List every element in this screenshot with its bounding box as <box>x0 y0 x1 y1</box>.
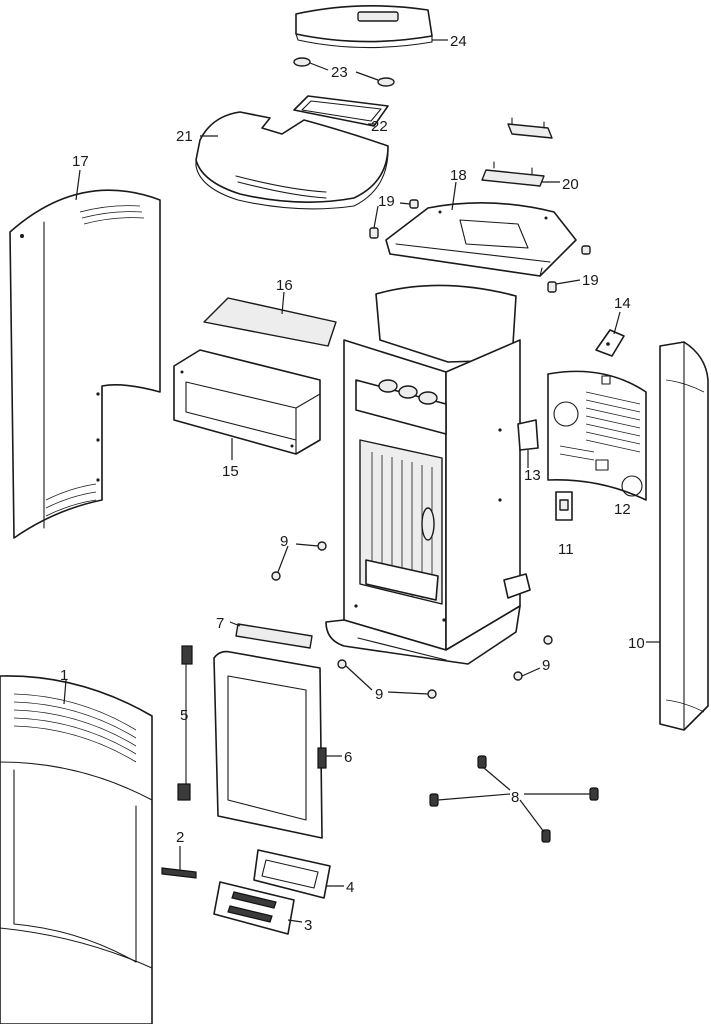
callout-13: 13 <box>524 467 541 484</box>
part-16-deflector <box>203 297 337 347</box>
callout-19b: 19 <box>582 272 599 289</box>
callout-8: 8 <box>511 789 519 806</box>
callout-5: 5 <box>180 707 188 724</box>
part-20-grille-parts <box>481 117 553 187</box>
callout-3: 3 <box>304 917 312 934</box>
leader-8a <box>483 767 511 791</box>
callout-23: 23 <box>331 64 348 81</box>
leader-8d <box>519 799 545 833</box>
callout-19a: 19 <box>378 193 395 210</box>
leader-3 <box>287 919 303 923</box>
leader-14 <box>613 311 621 335</box>
leader-23a <box>309 62 329 71</box>
callout-1: 1 <box>60 667 68 684</box>
part-21-top-cover <box>195 111 389 210</box>
leader-7 <box>229 621 241 627</box>
leader-9b2 <box>387 691 429 695</box>
callout-10: 10 <box>628 635 645 652</box>
callout-14: 14 <box>614 295 631 312</box>
callout-15: 15 <box>222 463 239 480</box>
callout-16: 16 <box>276 277 293 294</box>
leader-17 <box>75 169 81 201</box>
part-22-gasket <box>293 95 389 127</box>
callout-12: 12 <box>614 501 631 518</box>
leader-19a <box>399 202 411 205</box>
part-11-switch <box>555 491 573 521</box>
callout-6: 6 <box>344 749 352 766</box>
part-2-pin <box>161 867 197 879</box>
leader-9a2 <box>277 545 289 573</box>
part-24-top-lid <box>295 5 433 49</box>
leader-16 <box>281 291 285 315</box>
leader-23b <box>355 71 379 81</box>
part-18-top-plate <box>385 202 577 277</box>
part-14-bracket <box>595 329 625 357</box>
part-3-plate <box>213 881 295 935</box>
part-17-left-side-panel <box>9 189 161 539</box>
callout-22: 22 <box>371 118 388 135</box>
part-13-small-bracket <box>517 419 539 451</box>
leader-19b <box>555 279 581 285</box>
leader-9b <box>345 665 373 691</box>
part-12-rear-panel <box>547 370 647 501</box>
part-10-right-side-panel <box>659 341 709 731</box>
leader-9a <box>295 543 319 547</box>
callout-21: 21 <box>176 128 193 145</box>
part-1-front-panel <box>0 675 153 1024</box>
leader-9c <box>521 667 541 677</box>
part-9-screws <box>271 541 553 699</box>
callout-20: 20 <box>562 176 579 193</box>
callout-9a: 9 <box>280 533 288 550</box>
leader-18 <box>451 181 457 211</box>
callout-24: 24 <box>450 33 467 50</box>
part-15-firebox-panel <box>173 349 321 455</box>
part-5-hinge <box>177 645 193 801</box>
leader-1 <box>63 679 67 705</box>
callout-11: 11 <box>558 541 574 558</box>
callout-9c: 9 <box>542 657 550 674</box>
callout-2: 2 <box>176 829 184 846</box>
part-4-plate <box>253 849 331 899</box>
stove-body-main <box>325 284 531 665</box>
callout-17: 17 <box>72 153 89 170</box>
callout-9b: 9 <box>375 686 383 703</box>
part-6-door <box>213 650 327 839</box>
part-23-caps <box>293 57 395 87</box>
part-19-fasteners <box>369 199 591 293</box>
callout-4: 4 <box>346 879 354 896</box>
leader-19a2 <box>373 205 379 229</box>
callout-18: 18 <box>450 167 467 184</box>
part-7-bar <box>235 623 313 649</box>
part-8-feet <box>429 755 599 843</box>
leader-8b <box>437 793 511 801</box>
callout-7: 7 <box>216 615 224 632</box>
